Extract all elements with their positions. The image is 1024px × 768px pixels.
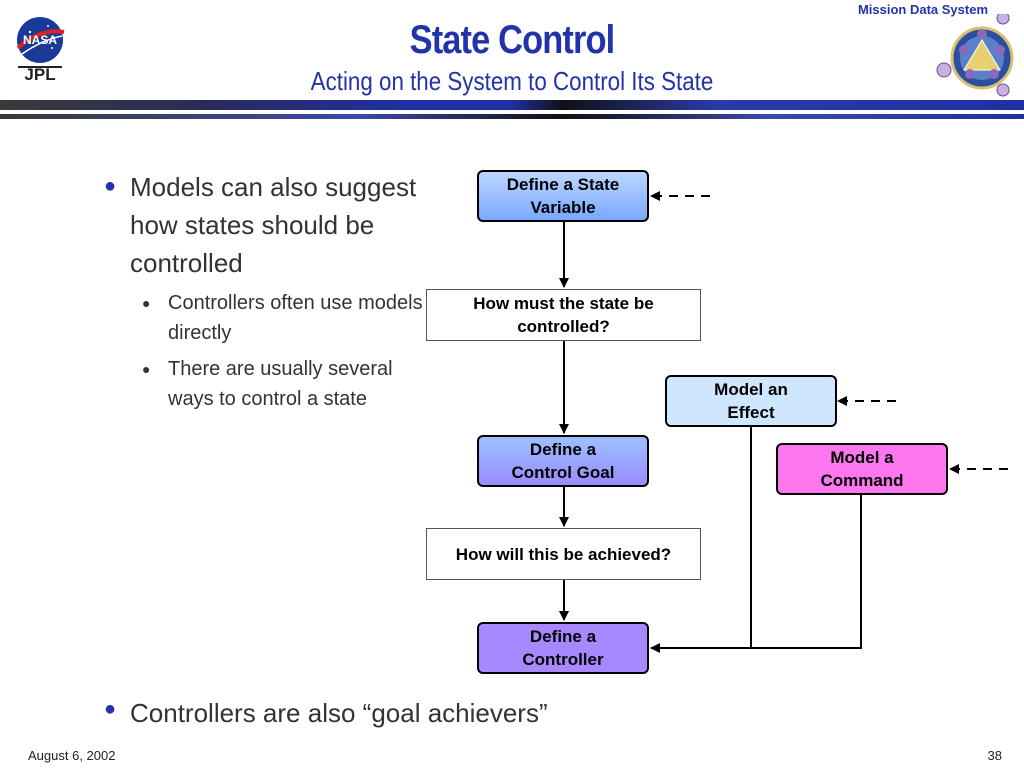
bullet-main-text: Models can also suggest how states shoul…	[130, 172, 417, 278]
sub-bullet: ● There are usually several ways to cont…	[104, 354, 434, 414]
mds-emblem	[930, 14, 1016, 100]
mds-label: Mission Data System	[857, 2, 988, 17]
bullet-main: ● Models can also suggest how states sho…	[104, 168, 434, 282]
bullet-list: ● Models can also suggest how states sho…	[104, 168, 434, 414]
sub-bullet: ● Controllers often use models directly	[104, 288, 434, 348]
footer-page-number: 38	[987, 748, 1002, 763]
box-define-controller: Define a Controller	[477, 622, 649, 674]
page-subtitle: Acting on the System to Control Its Stat…	[310, 66, 714, 96]
bullet-bottom-text: Controllers are also “goal achievers”	[130, 698, 548, 728]
nasa-logo-icon: NASA JPL	[16, 17, 65, 84]
box-define-state-variable-label: Define a State Variable	[506, 175, 620, 217]
sub-bullet-dot-icon: ●	[142, 361, 151, 377]
header-divider-thick	[0, 100, 1024, 110]
box-model-command-label: Model a Command	[820, 448, 904, 490]
box-question-achieve-label: How will this be achieved?	[455, 544, 672, 564]
box-define-controller-label: Define a Controller	[522, 627, 604, 669]
header-divider-thin	[0, 114, 1024, 119]
connector-command-to-controller	[650, 495, 862, 653]
box-question-achieve: How will this be achieved?	[426, 528, 701, 580]
sub-bullet-dot-icon: ●	[142, 295, 151, 311]
mds-emblem-icon	[936, 14, 1014, 97]
box-question-control-label: How must the state be controlled?	[473, 294, 654, 336]
box-model-effect: Model an Effect	[665, 375, 837, 427]
sub-bullet-text: There are usually several ways to contro…	[168, 358, 393, 410]
box-define-control-goal: Define a Control Goal	[477, 435, 649, 487]
box-define-control-goal-label: Define a Control Goal	[511, 440, 615, 482]
bullet-dot-icon: ●	[104, 175, 117, 197]
footer-date: August 6, 2002	[28, 748, 116, 763]
bullet-bottom: ● Controllers are also “goal achievers”	[104, 698, 548, 729]
nasa-jpl-logo: NASA JPL	[12, 14, 68, 84]
box-model-effect-label: Model an Effect	[714, 380, 788, 422]
box-define-state-variable: Define a State Variable	[477, 170, 649, 222]
svg-text:NASA: NASA	[23, 33, 57, 47]
page-title: State Control	[409, 18, 616, 62]
bullet-dot-icon: ●	[104, 698, 117, 720]
box-model-command: Model a Command	[776, 443, 948, 495]
box-question-control: How must the state be controlled?	[426, 289, 701, 341]
sub-bullet-text: Controllers often use models directly	[168, 292, 423, 344]
svg-text:JPL: JPL	[24, 65, 55, 84]
